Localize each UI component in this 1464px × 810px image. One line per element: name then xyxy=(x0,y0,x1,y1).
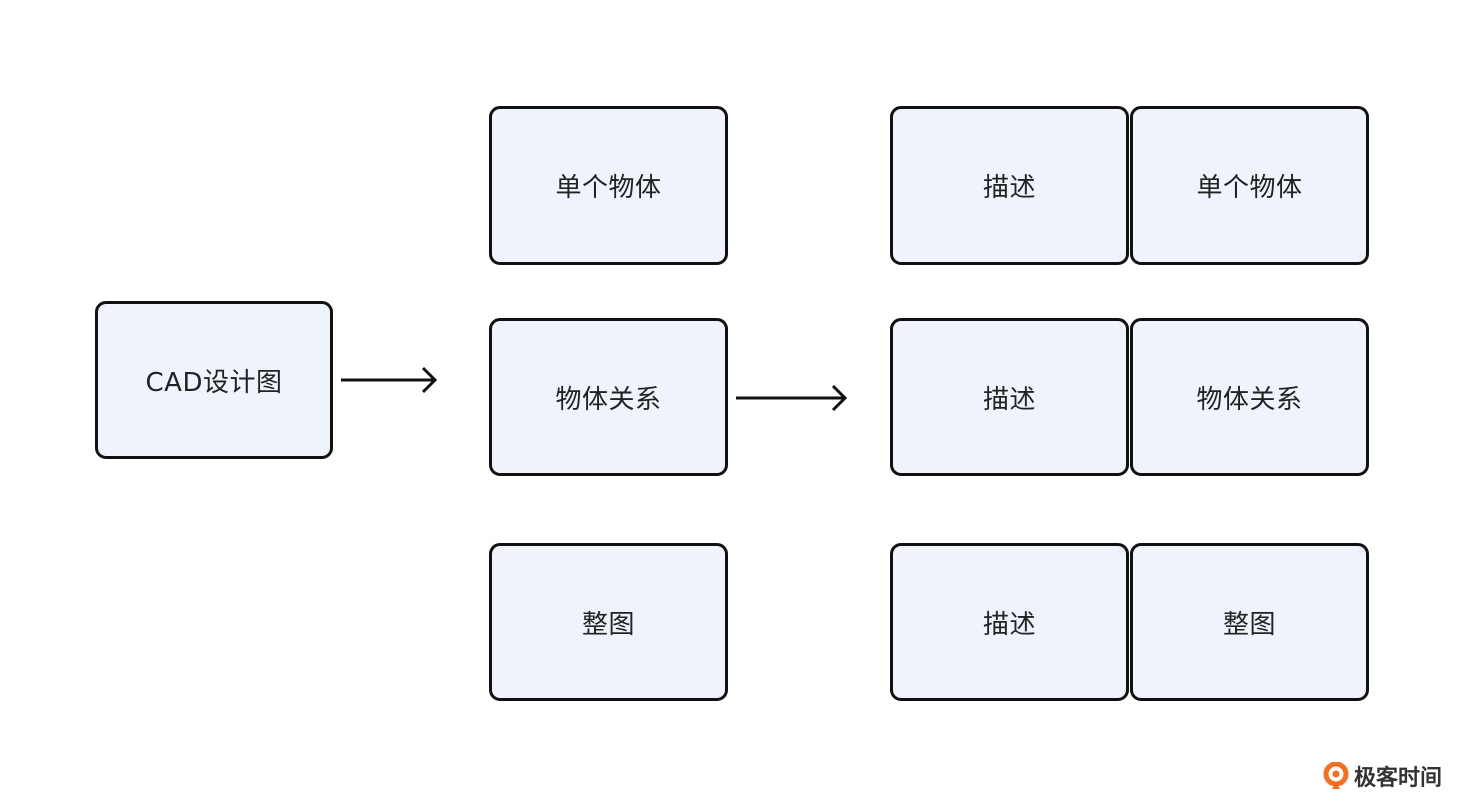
cad-design-node: CAD设计图 xyxy=(95,301,333,459)
watermark-text: 极客时间 xyxy=(1353,766,1442,791)
single-object-node: 单个物体 xyxy=(489,106,728,265)
output-single-object-node: 单个物体 xyxy=(1130,106,1369,265)
arrow-cad-to-middle xyxy=(341,366,438,394)
output-object-relation-node: 物体关系 xyxy=(1130,318,1369,476)
arrow-middle-to-output xyxy=(736,384,848,412)
whole-map-node: 整图 xyxy=(489,543,728,701)
geektime-watermark: 极客时间 xyxy=(1322,760,1442,792)
description-node-2: 描述 xyxy=(890,318,1129,476)
description-node-1: 描述 xyxy=(890,106,1129,265)
description-node-3: 描述 xyxy=(890,543,1129,701)
output-whole-map-node: 整图 xyxy=(1130,543,1369,701)
geektime-logo-icon xyxy=(1323,762,1349,789)
object-relation-node: 物体关系 xyxy=(489,318,728,476)
